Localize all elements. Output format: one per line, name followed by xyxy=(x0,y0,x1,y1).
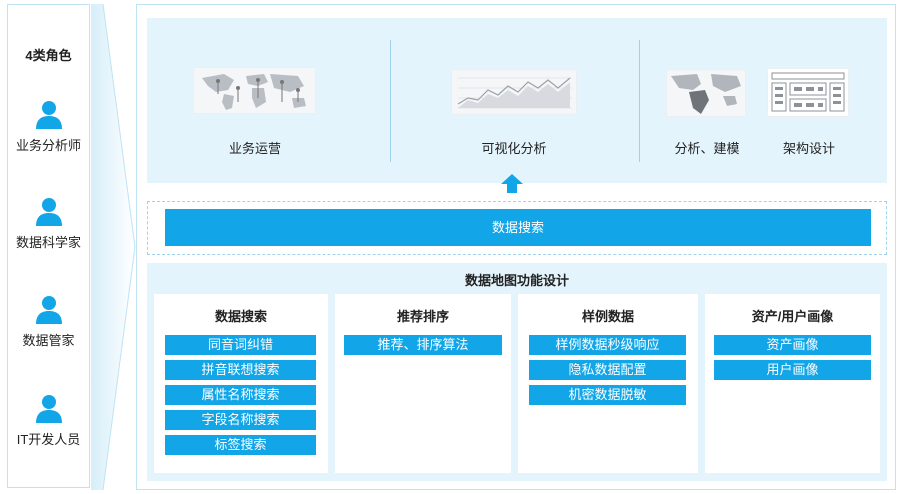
tag-data-masking: 机密数据脱敏 xyxy=(529,385,686,405)
role-data-scientist: 数据科学家 xyxy=(8,196,89,251)
tag-user-profile: 用户画像 xyxy=(714,360,871,380)
tag-ranking-algorithm: 推荐、排序算法 xyxy=(344,335,502,355)
role-label: IT开发人员 xyxy=(16,432,81,447)
tag-attribute-search: 属性名称搜索 xyxy=(165,385,316,405)
tag-label-search: 标签搜索 xyxy=(165,435,316,455)
search-band xyxy=(147,201,887,255)
region-map-icon xyxy=(671,74,741,114)
data-search-bar: 数据搜索 xyxy=(165,209,871,246)
user-icon xyxy=(35,101,62,129)
app-label-visual: 可视化分析 xyxy=(481,141,547,156)
user-icon xyxy=(35,296,62,324)
arrow-up-icon xyxy=(501,174,523,193)
tag-privacy-config: 隐私数据配置 xyxy=(529,360,686,380)
divider xyxy=(639,40,640,162)
role-label: 数据管家 xyxy=(22,333,75,348)
user-icon xyxy=(35,198,62,226)
card-data-search: 数据搜索 同音词纠错 拼音联想搜索 属性名称搜索 字段名称搜索 标签搜索 xyxy=(154,294,328,473)
card-title: 推荐排序 xyxy=(396,309,449,324)
line-chart-thumbnail xyxy=(451,69,577,115)
user-icon xyxy=(35,395,62,423)
divider xyxy=(390,40,391,162)
roles-title: 4类角色 xyxy=(25,48,72,63)
chevron-right-icon xyxy=(91,4,136,490)
card-title: 数据搜索 xyxy=(214,309,267,324)
architecture-thumbnail xyxy=(767,68,849,117)
role-business-analyst: 业务分析师 xyxy=(8,99,89,154)
world-map-thumbnail xyxy=(193,67,316,114)
world-map-icon xyxy=(202,74,306,110)
tag-homophone-correction: 同音词纠错 xyxy=(165,335,316,355)
card-profiles: 资产/用户画像 资产画像 用户画像 xyxy=(705,294,880,473)
tag-field-search: 字段名称搜索 xyxy=(165,410,316,430)
app-label-architecture: 架构设计 xyxy=(782,141,835,156)
role-it-developer: IT开发人员 xyxy=(8,393,89,448)
architecture-diagram-icon xyxy=(771,72,845,112)
function-design-title: 数据地图功能设计 xyxy=(464,273,569,288)
card-title: 资产/用户画像 xyxy=(751,309,834,324)
role-label: 数据科学家 xyxy=(15,235,81,250)
role-label: 业务分析师 xyxy=(15,138,81,153)
tag-pinyin-suggest: 拼音联想搜索 xyxy=(165,360,316,380)
app-label-business: 业务运营 xyxy=(228,141,281,156)
tag-asset-profile: 资产画像 xyxy=(714,335,871,355)
line-chart-icon xyxy=(457,77,572,109)
roles-panel: 4类角色 业务分析师 数据科学家 数据管家 IT开发人员 xyxy=(7,4,90,488)
region-map-thumbnail xyxy=(666,69,746,117)
card-title: 样例数据 xyxy=(581,309,634,324)
role-data-steward: 数据管家 xyxy=(8,294,89,349)
apps-block: 业务运营 可视化分析 分析、建模 xyxy=(147,18,887,183)
app-label-modeling: 分析、建模 xyxy=(674,141,740,156)
card-ranking: 推荐排序 推荐、排序算法 xyxy=(335,294,511,473)
tag-sample-response: 样例数据秒级响应 xyxy=(529,335,686,355)
card-sample-data: 样例数据 样例数据秒级响应 隐私数据配置 机密数据脱敏 xyxy=(518,294,698,473)
